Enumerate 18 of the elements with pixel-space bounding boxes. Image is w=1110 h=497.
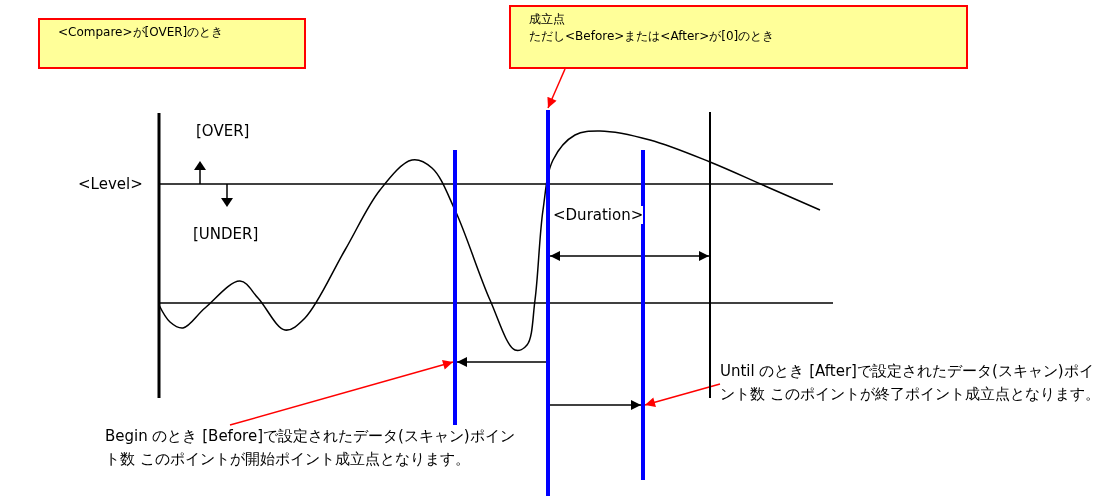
arrow	[549, 251, 710, 261]
callout-text: <Compare>が[OVER]のとき	[58, 24, 224, 41]
vertical-marker-line	[709, 112, 711, 398]
arrow	[456, 357, 547, 367]
leader-arrow	[644, 383, 721, 408]
annotation-text: Begin のとき [Before]で設定されたデータ(スキャン)ポイント数 このポイントが開始ポイント成立点となります。	[105, 426, 516, 470]
callout-title: 成立点	[529, 11, 565, 28]
leader-arrow	[229, 359, 454, 426]
edge-label: <Duration>	[553, 206, 644, 224]
arrow	[549, 400, 642, 410]
callout-box	[38, 18, 306, 69]
axis-label: <Level>	[78, 175, 143, 193]
axis-label: [UNDER]	[193, 225, 259, 243]
annotation-text: Until のとき [After]で設定されたデータ(スキャン)ポイント数 このポイントが終了ポイント成立点となります。	[720, 361, 1101, 405]
callout-text: ただし<Before>または<After>が[0]のとき	[529, 28, 775, 45]
leader-arrow	[547, 68, 566, 109]
axis-label: [OVER]	[196, 122, 250, 140]
callout-box	[509, 5, 968, 69]
